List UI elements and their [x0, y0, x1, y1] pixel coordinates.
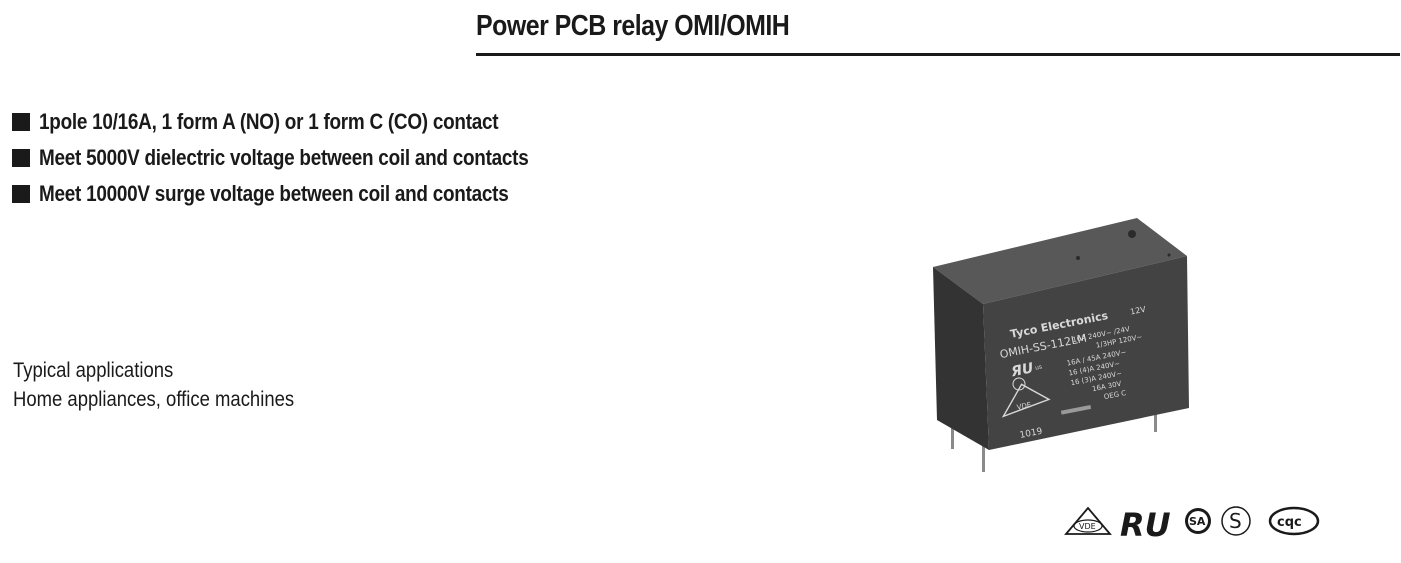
- svg-text:RU: RU: [1120, 506, 1171, 544]
- relay-coil-rating: 12V: [1129, 305, 1147, 317]
- feature-item: 1pole 10/16A, 1 form A (NO) or 1 form C …: [12, 104, 608, 140]
- feature-item: Meet 10000V surge voltage between coil a…: [12, 176, 608, 212]
- feature-text: 1pole 10/16A, 1 form A (NO) or 1 form C …: [39, 109, 499, 134]
- relay-side-face: [983, 256, 1189, 450]
- title-divider: [476, 53, 1400, 56]
- relay-vent-hole: [1076, 256, 1080, 260]
- cqc-logo: cqc: [1268, 506, 1320, 536]
- relay-vent-hole: [1128, 230, 1136, 238]
- svg-text:cqc: cqc: [1277, 515, 1302, 530]
- feature-item: Meet 5000V dielectric voltage between co…: [12, 140, 608, 176]
- applications-heading: Typical applications: [13, 359, 174, 382]
- feature-list: 1pole 10/16A, 1 form A (NO) or 1 form C …: [12, 104, 608, 212]
- csa-logo: SA: [1185, 508, 1211, 534]
- svg-text:VDE: VDE: [1016, 401, 1032, 412]
- svg-text:SA: SA: [1189, 515, 1206, 528]
- square-bullet-icon: [12, 149, 30, 167]
- relay-front-face: [933, 267, 989, 450]
- semko-logo: S: [1221, 506, 1251, 536]
- feature-text: Meet 5000V dielectric voltage between co…: [39, 145, 529, 170]
- typical-applications: Typical applications Home appliances, of…: [13, 356, 332, 414]
- relay-date-code: 1019: [1019, 427, 1044, 441]
- relay-pin: [982, 442, 985, 472]
- relay-pin: [1154, 410, 1157, 432]
- vde-logo: VDE: [1064, 506, 1112, 535]
- feature-text: Meet 10000V surge voltage between coil a…: [39, 181, 509, 206]
- relay-top-face: [933, 218, 1187, 304]
- square-bullet-icon: [12, 113, 30, 131]
- ul-recognized-logo: RU: [1120, 506, 1171, 544]
- applications-text: Home appliances, office machines: [13, 388, 295, 411]
- relay-vent-hole: [1167, 253, 1171, 257]
- relay-ul-mark: ЯU: [1009, 360, 1035, 380]
- relay-product-photo: Tyco Electronics OMIH-SS-112LM 12V 16A 2…: [933, 218, 1189, 472]
- svg-text:S: S: [1229, 509, 1242, 533]
- relay-label-stripe: [1060, 404, 1092, 415]
- relay-us-mark: us: [1035, 364, 1043, 372]
- relay-vde-mark: VDE: [1001, 383, 1051, 418]
- page-title: Power PCB relay OMI/OMIH: [476, 10, 790, 42]
- square-bullet-icon: [12, 185, 30, 203]
- relay-s-mark: [1012, 377, 1026, 391]
- relay-pin: [951, 427, 954, 449]
- svg-text:VDE: VDE: [1079, 522, 1096, 531]
- certification-logos: VDE RU SA S cqc: [1064, 506, 1320, 544]
